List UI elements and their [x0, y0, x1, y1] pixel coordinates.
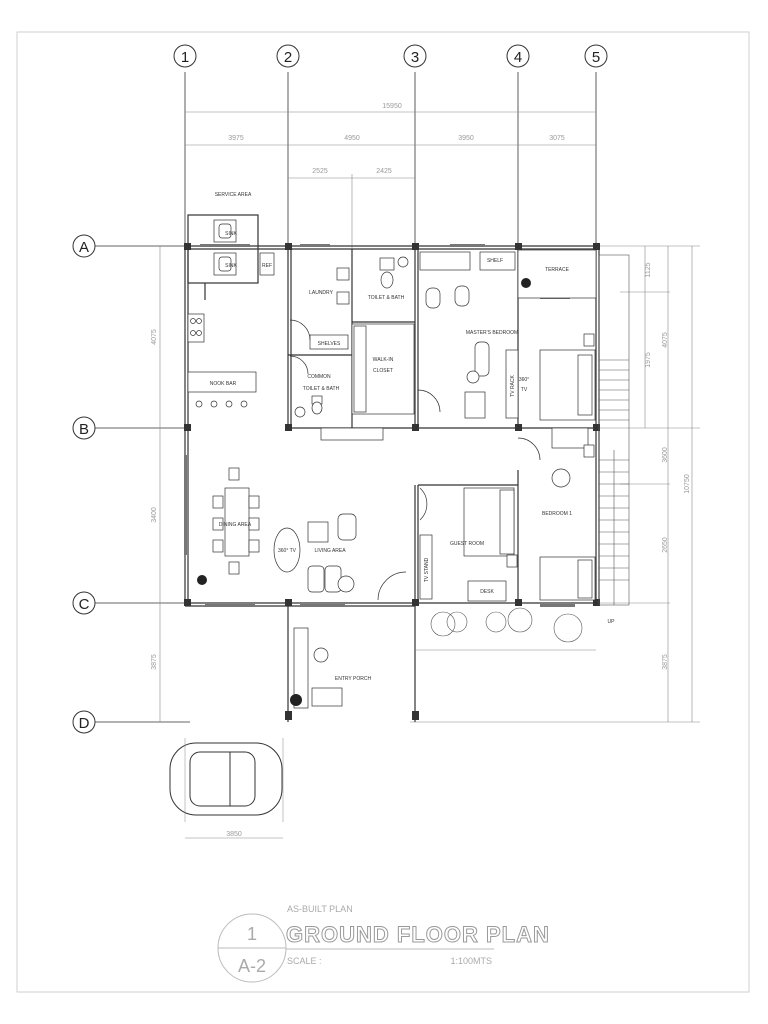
- landscape-plants: [430, 607, 583, 643]
- car: [169, 738, 284, 839]
- dim-right-d: 3600: [662, 447, 669, 463]
- column-bubble-3: 3: [403, 44, 427, 68]
- row-bubble-d: D: [72, 710, 96, 734]
- label-tv-360-b: TV: [521, 387, 528, 393]
- doors: [289, 319, 541, 601]
- dim-right-a: 1125: [645, 262, 652, 277]
- label-living-area: LIVING AREA: [314, 548, 346, 554]
- fixtures: [187, 219, 597, 709]
- column-label-2: 2: [284, 49, 292, 66]
- column-label-4: 4: [514, 49, 522, 66]
- dim-overall-width: 15950: [382, 103, 402, 110]
- plan-title: GROUND FLOOR PLAN: [286, 922, 550, 947]
- dim-bay-1-2: 3975: [228, 135, 244, 142]
- column-label-1: 1: [181, 49, 189, 66]
- dim-sub-b: 2425: [376, 168, 392, 175]
- dim-right-c: 1975: [645, 352, 652, 368]
- detail-number: 1: [247, 924, 257, 944]
- label-shelves: SHELVES: [318, 341, 341, 347]
- row-label-c: C: [79, 596, 90, 613]
- label-common-1: COMMON: [307, 374, 331, 380]
- label-up: UP: [608, 619, 616, 625]
- label-nook-bar: NOOK BAR: [210, 381, 237, 387]
- label-guest-room: GUEST ROOM: [450, 541, 484, 547]
- dim-right-f: 3875: [662, 654, 669, 670]
- dim-right-overall: 10750: [684, 474, 691, 494]
- label-master-bedroom: MASTER'S BEDROOM: [466, 330, 518, 336]
- dim-left-c-d: 3875: [151, 654, 158, 670]
- row-bubble-a: A: [72, 234, 96, 258]
- label-terrace: TERRACE: [545, 267, 570, 273]
- row-bubble-c: C: [72, 591, 96, 615]
- row-label-d: D: [79, 715, 90, 732]
- dim-left-a-b: 4075: [151, 329, 158, 345]
- label-sink-2: SINK: [225, 263, 237, 269]
- label-walkin-1: WALK-IN: [373, 357, 394, 363]
- right-dimension-lines: [410, 245, 700, 723]
- dim-right-b: 4075: [662, 332, 669, 348]
- column-label-3: 3: [411, 49, 419, 66]
- row-bubble-b: B: [72, 416, 96, 440]
- structural-columns: [184, 243, 600, 720]
- label-common-2: TOILET & BATH: [303, 386, 340, 392]
- column-label-5: 5: [592, 49, 600, 66]
- dim-bay-3-4: 3950: [458, 135, 474, 142]
- title-block: 1 A-2 AS-BUILT PLAN GROUND FLOOR PLAN SC…: [217, 904, 550, 983]
- label-toilet-bath: TOILET & BATH: [368, 295, 405, 301]
- scale-value: 1:100MTS: [450, 956, 492, 966]
- label-sink-1: SINK: [225, 231, 237, 237]
- label-tv-360-a: 360°: [519, 377, 529, 383]
- dim-bay-2-3: 4950: [344, 135, 360, 142]
- top-dimension-lines: [185, 111, 596, 250]
- label-laundry: LAUNDRY: [309, 290, 333, 296]
- scale-label: SCALE :: [287, 956, 322, 966]
- plan-subtitle: AS-BUILT PLAN: [287, 904, 353, 914]
- label-desk: DESK: [480, 589, 494, 595]
- row-label-b: B: [79, 421, 89, 438]
- stairs: [598, 254, 630, 606]
- column-bubble-1: 1: [173, 44, 197, 68]
- dim-sub-a: 2525: [312, 168, 328, 175]
- label-entry-porch: ENTRY PORCH: [335, 676, 372, 682]
- column-bubble-2: 2: [276, 44, 300, 68]
- plant-markers: [197, 278, 531, 706]
- label-tv-360-living: 360° TV: [278, 548, 297, 554]
- dim-car-width: 3850: [226, 831, 242, 838]
- dim-left-b-c: 3400: [151, 507, 158, 523]
- label-walkin-2: CLOSET: [373, 368, 393, 374]
- label-shelf: SHELF: [487, 258, 503, 264]
- column-bubble-4: 4: [506, 44, 530, 68]
- column-gridlines: [184, 72, 597, 250]
- dim-bay-4-5: 3075: [549, 135, 565, 142]
- label-tv-stand: TV STAND: [424, 557, 430, 582]
- label-dining-area: DINING AREA: [219, 522, 252, 528]
- sheet-border: [16, 31, 750, 993]
- label-ref: REF: [262, 263, 272, 269]
- sheet-number: A-2: [238, 956, 266, 976]
- column-bubble-5: 5: [584, 44, 608, 68]
- row-label-a: A: [79, 239, 89, 256]
- label-tv-rack: TV RACK: [510, 375, 516, 397]
- dim-right-e: 2650: [662, 537, 669, 553]
- row-gridlines: [95, 245, 190, 723]
- label-bedroom-1: BEDROOM 1: [542, 511, 572, 517]
- label-service-area: SERVICE AREA: [215, 192, 252, 198]
